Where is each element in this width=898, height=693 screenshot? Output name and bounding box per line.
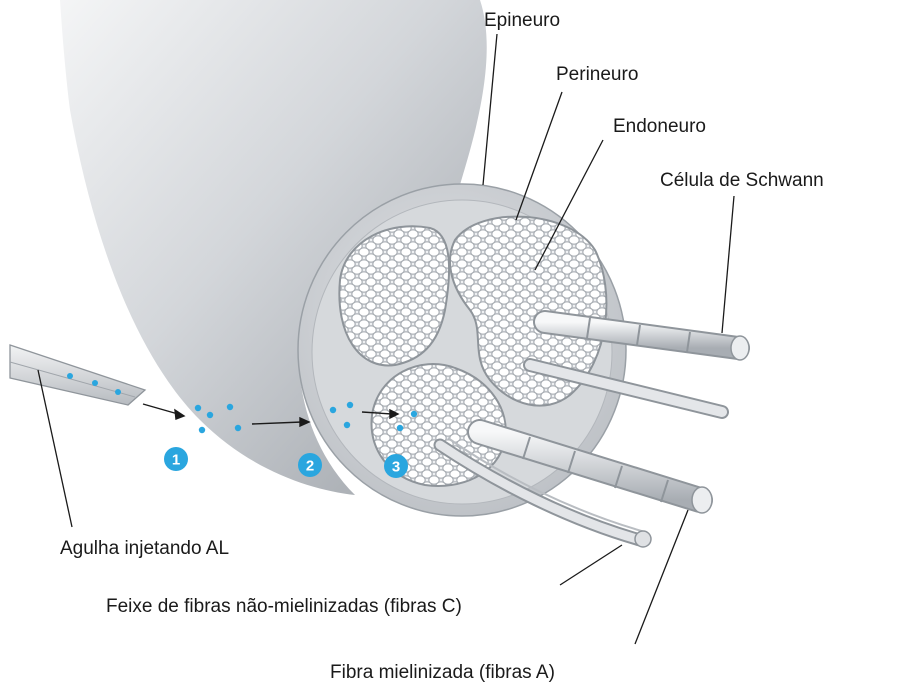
label-feixe: Feixe de fibras não-mielinizadas (fibras… bbox=[106, 596, 462, 617]
leader-perineuro bbox=[516, 92, 562, 220]
step-marker-1: 1 bbox=[164, 447, 188, 471]
step-marker-3: 3 bbox=[384, 454, 408, 478]
leader-schwann bbox=[722, 196, 734, 333]
svg-text:3: 3 bbox=[392, 459, 400, 476]
label-endoneuro: Endoneuro bbox=[613, 116, 706, 137]
label-agulha: Agulha injetando AL bbox=[60, 538, 229, 559]
leader-feixe bbox=[560, 545, 622, 585]
leader-fibra bbox=[635, 510, 688, 644]
label-schwann: Célula de Schwann bbox=[660, 170, 824, 191]
label-fibra: Fibra mielinizada (fibras A) bbox=[330, 662, 555, 683]
svg-text:1: 1 bbox=[172, 452, 180, 469]
svg-text:2: 2 bbox=[306, 458, 314, 475]
needle bbox=[10, 345, 145, 405]
step-marker-2: 2 bbox=[298, 453, 322, 477]
leader-agulha bbox=[38, 370, 72, 527]
label-perineuro: Perineuro bbox=[556, 64, 638, 85]
label-epineuro: Epineuro bbox=[484, 10, 560, 31]
